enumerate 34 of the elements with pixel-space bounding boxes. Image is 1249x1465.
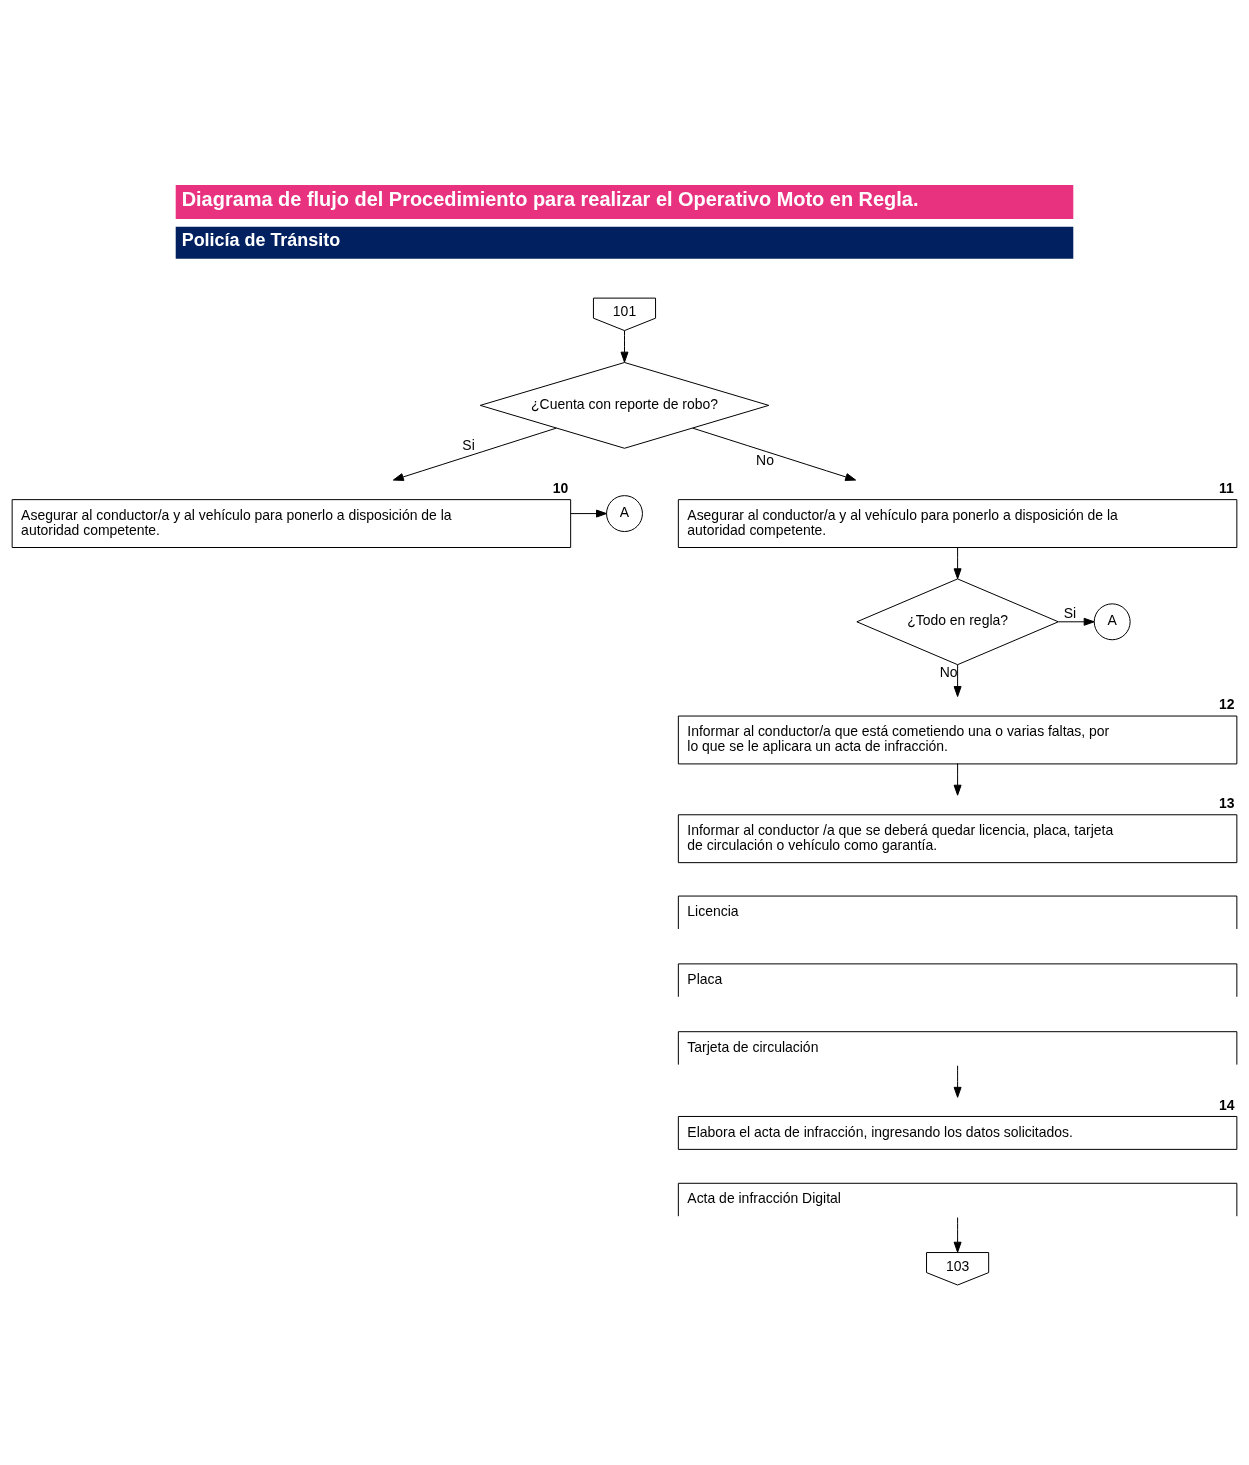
diagram-title: Diagrama de flujo del Procedimiento para realizar el Operativo Moto en Regla. [181, 187, 919, 210]
arrow [620, 329, 629, 363]
node-label: 14 [1218, 1096, 1235, 1113]
edge-label: No [939, 663, 958, 679]
edge-label: Si [1063, 604, 1077, 621]
node-label: 10 [552, 479, 569, 496]
arrow [692, 427, 857, 481]
arrow [1057, 617, 1095, 626]
node-label: 12 [1218, 695, 1235, 712]
node-box: Asegurar al conductor/a y al vehículo para ponerlo a disposición de la autoridad competente. [11, 498, 572, 548]
node-box: Elabora el acta de infracción, ingresando los datos solicitados. [677, 1115, 1238, 1150]
node-diamond: ¿Cuenta con reporte de robo? [479, 361, 770, 449]
arrow [953, 663, 962, 697]
edge-label: No [756, 451, 774, 468]
arrow [953, 762, 962, 796]
node-text: Placa [687, 970, 723, 987]
node-text: Tarjeta de circulación [687, 1038, 819, 1055]
node-label: 11 [1218, 479, 1234, 496]
node-box: Asegurar al conductor/a y al vehículo para ponerlo a disposición de la autoridad competente. [677, 498, 1238, 548]
node-diamond: ¿Todo en regla? [856, 577, 1059, 665]
arrow [953, 546, 962, 579]
node-circle: A [606, 494, 643, 532]
node-circle: A [1093, 602, 1131, 640]
arrow [392, 427, 557, 481]
node-text: Acta de infracción Digital [687, 1189, 841, 1206]
label: Policía de Tránsito [181, 229, 341, 250]
node-label: 13 [1218, 794, 1235, 811]
arrow [570, 509, 607, 518]
edge-label: Si [462, 436, 475, 453]
arrow [953, 1216, 962, 1253]
node-text: Licencia [687, 902, 739, 919]
node-box: Informar al conductor /a que se deberá quedar licencia, placa, tarjeta de circulación o vehículo como garantía. [677, 813, 1238, 863]
arrow [953, 1064, 962, 1098]
node-box: Informar al conductor/a que está cometiendo una o varias faltas, por lo que se le aplicara un acta de infracción. [677, 715, 1238, 764]
